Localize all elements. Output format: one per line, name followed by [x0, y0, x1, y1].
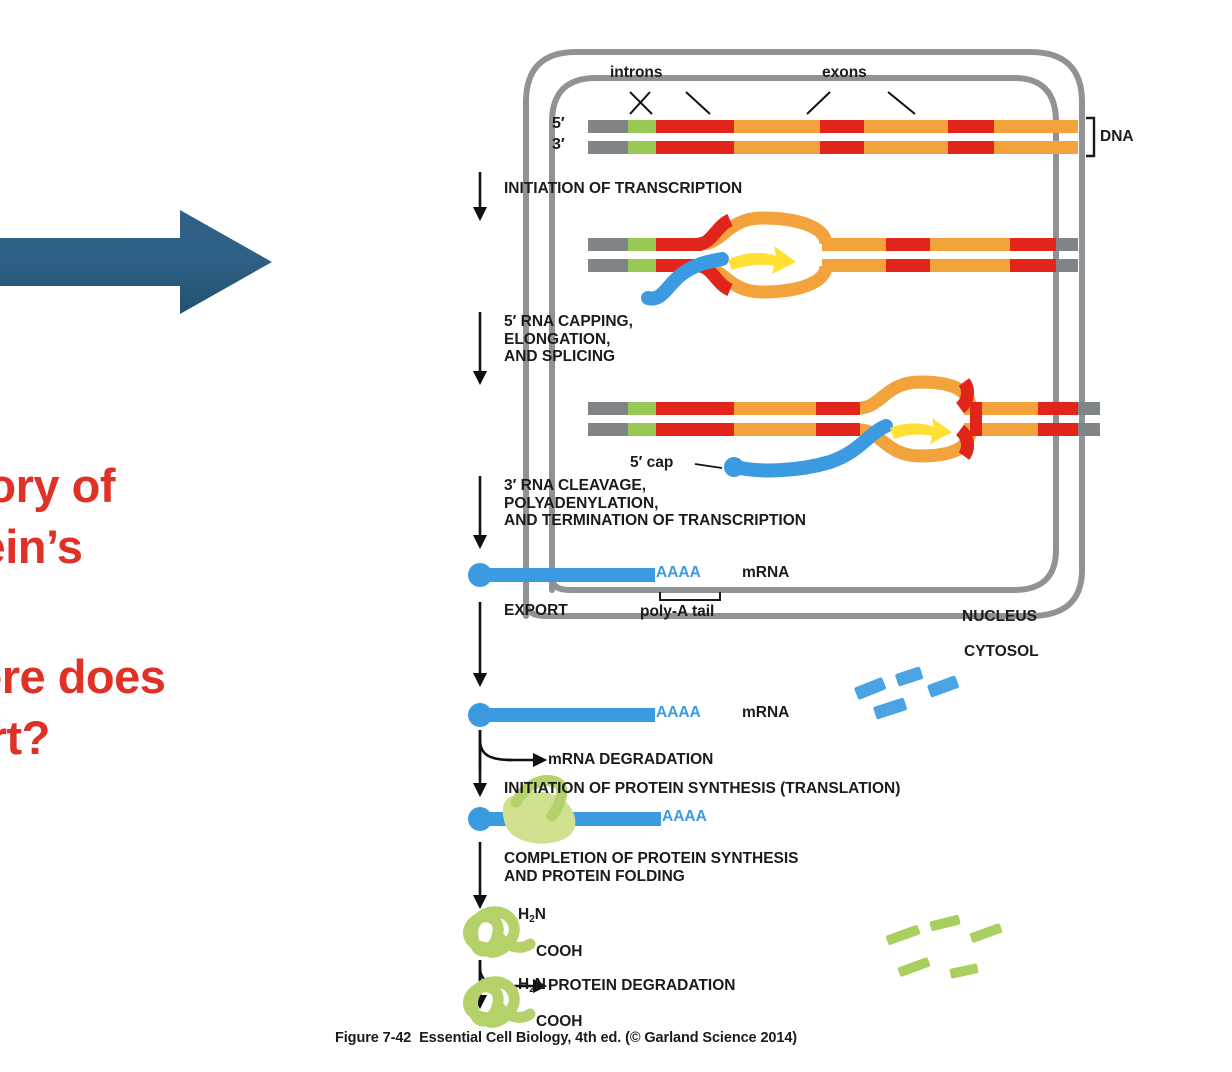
outer-nuclear-membrane [523, 49, 1085, 619]
label-cytosol: CYTOSOL [964, 643, 1039, 660]
label-h2n-2: H2N [518, 976, 546, 995]
label-cooh-2: COOH [536, 1013, 583, 1030]
poly-a-sequence-translating: AAAA [662, 808, 707, 825]
nascent-polypeptide [510, 775, 568, 822]
dna-elongation-splicing [588, 375, 1100, 478]
step-completion-of-synthesis: COMPLETION OF PROTEIN SYNTHESIS AND PROT… [504, 850, 799, 885]
figure-caption: Figure 7-42 Essential Cell Biology, 4th … [335, 1030, 798, 1046]
poly-a-bracket [659, 592, 721, 601]
mrna-cytosolic [468, 703, 655, 727]
headline-line-1: The story of [0, 459, 115, 512]
mrna-nuclear [468, 563, 721, 601]
label-five-prime: 5′ [552, 115, 565, 132]
label-three-prime: 3′ [552, 136, 565, 153]
dna-duplex-top [588, 120, 1078, 154]
headline-spacer [0, 638, 292, 646]
label-introns: introns [610, 64, 663, 81]
headline-line-2: a protein’s [0, 520, 83, 574]
dna-leader-lines [629, 91, 916, 115]
arrow-mrna-degradation-branch [478, 730, 513, 772]
h2n-subscript-2: 2 [529, 984, 535, 995]
h2n-n-2: N [534, 976, 546, 993]
degraded-protein-fragments [885, 914, 1003, 979]
headline-line-4: Where does [0, 650, 166, 704]
label-dna: DNA [1100, 128, 1134, 145]
poly-a-sequence-nuclear: AAAA [656, 564, 701, 581]
label-exons: exons [822, 64, 867, 81]
step-rna-cleavage: 3′ RNA CLEAVAGE, POLYADENYLATION, AND TE… [504, 477, 806, 529]
poly-a-sequence-cytosolic: AAAA [656, 704, 701, 721]
step-rna-capping: 5′ RNA CAPPING, ELONGATION, AND SPLICING [504, 313, 633, 365]
label-nucleus: NUCLEUS [962, 608, 1037, 625]
h2n-n-1: N [534, 906, 546, 923]
step-export: EXPORT [504, 602, 568, 619]
label-cooh-1: COOH [536, 943, 583, 960]
headline-line-5: it start? [0, 711, 50, 765]
step-initiation-of-translation: INITIATION OF PROTEIN SYNTHESIS (TRANSLA… [504, 780, 901, 797]
headline-line-3: life: [0, 577, 292, 638]
label-mrna-cytosolic: mRNA [742, 704, 790, 721]
folded-protein-2 [463, 976, 536, 1028]
blue-block-arrow [0, 210, 272, 314]
degraded-mrna-fragments [854, 666, 959, 720]
gene-expression-diagram: 5′ 3′ introns exons DNA INITIATION OF TR… [330, 30, 1134, 1046]
step-mrna-degradation: mRNA DEGRADATION [548, 751, 714, 768]
dna-transcription-bubble [588, 211, 1078, 306]
dna-bracket [1086, 116, 1096, 158]
label-five-prime-cap: 5′ cap [630, 454, 674, 471]
ribosome-translating [468, 775, 661, 844]
folded-protein-1 [463, 906, 536, 958]
h2n-subscript-1: 2 [529, 914, 535, 925]
label-mrna-nuclear: mRNA [742, 564, 790, 581]
arrow-shape [0, 210, 272, 314]
label-h2n-1: H2N [518, 906, 546, 925]
step-initiation-of-transcription: INITIATION OF TRANSCRIPTION [504, 180, 743, 197]
step-protein-degradation: PROTEIN DEGRADATION [548, 977, 736, 994]
label-poly-a-tail: poly-A tail [640, 603, 715, 620]
slide-headline: The story of a protein’s life: Where doe… [0, 455, 292, 768]
five-prime-cap-dot [724, 457, 744, 477]
